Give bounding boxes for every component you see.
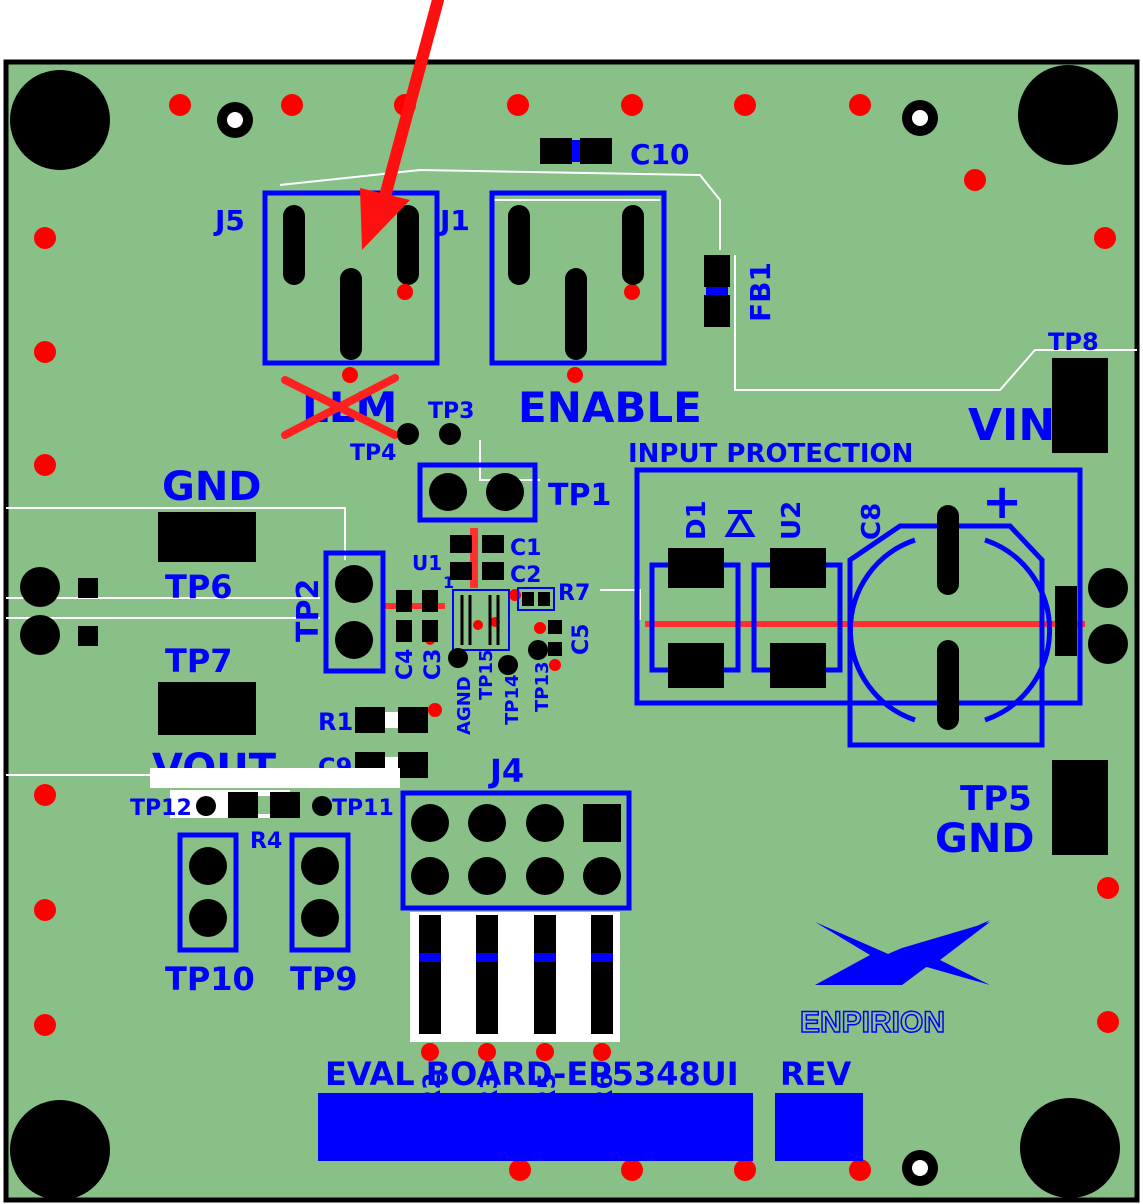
label-rev: REV [780, 1055, 852, 1093]
label-tp9: TP9 [290, 960, 358, 998]
r7-outline [517, 587, 555, 611]
rev-fill-box [775, 1093, 863, 1161]
board-title: EVAL BOARD-EP5348UI [325, 1055, 739, 1093]
label-gnd-top: GND [162, 464, 262, 510]
r4-pad-left [228, 792, 258, 818]
mounting-hole-tr [1018, 65, 1118, 165]
label-tp12: TP12 [130, 796, 192, 821]
title-fill-bar [318, 1093, 753, 1161]
tp2-outline [323, 550, 386, 674]
u1-body [452, 589, 510, 651]
label-d1: D1 [682, 500, 712, 540]
label-c8: C8 [857, 503, 887, 540]
via-stitch-row [385, 528, 1085, 627]
annotation-arrow-icon [360, 0, 444, 250]
enpirion-logo-text: ENPIRION [800, 1006, 945, 1039]
label-gnd-right: GND [935, 816, 1035, 862]
label-tp1: TP1 [548, 478, 611, 513]
tp8-pad [1052, 358, 1108, 453]
copper-outlines [6, 168, 1137, 776]
vias [34, 94, 1119, 1181]
agnd-pad [448, 648, 468, 668]
label-j4: J4 [488, 752, 524, 790]
label-c8-plus: + [982, 474, 1022, 530]
label-tp6: TP6 [165, 568, 233, 606]
label-tp4: TP4 [350, 441, 396, 466]
tp7-pad [158, 682, 256, 735]
input-protection-outline [634, 467, 1083, 706]
connector-enable-outline [489, 190, 667, 366]
label-r4: R4 [250, 829, 282, 854]
fb1-pad-top [704, 255, 730, 287]
label-agnd: AGND [454, 676, 475, 735]
fb1-pad-bottom [704, 295, 730, 327]
tp5-pad [1052, 760, 1108, 855]
label-pin1: 1 [443, 573, 454, 592]
mounting-hole-tl [10, 70, 110, 170]
tp13-pad [528, 640, 548, 660]
label-tp2: TP2 [291, 579, 326, 642]
diode-symbol-icon [724, 510, 756, 537]
tp3-pad [439, 423, 461, 445]
connector-j5-outline [262, 190, 440, 366]
label-tp7: TP7 [165, 642, 233, 680]
label-tp5: TP5 [960, 779, 1032, 819]
tp14-pad [498, 655, 518, 675]
label-vin: VIN [968, 400, 1055, 451]
label-c10: C10 [630, 138, 690, 171]
label-r7: R7 [558, 581, 590, 606]
label-tp11: TP11 [332, 796, 394, 821]
label-j1: J1 [438, 204, 470, 237]
label-tp14: TP14 [502, 674, 523, 725]
label-r1: R1 [318, 708, 353, 736]
j4-outline [400, 790, 632, 911]
c10-pad-left [540, 138, 572, 164]
label-c5: C5 [569, 624, 594, 655]
mounting-hole-bl [10, 1100, 110, 1200]
tp10-outline [177, 832, 239, 953]
tp11-pad [312, 796, 332, 816]
c10-pad-right [580, 138, 612, 164]
label-tp8: TP8 [1048, 328, 1099, 356]
tp9-outline [289, 832, 351, 953]
cross-out-mark [281, 374, 399, 439]
tp12-pad [196, 796, 216, 816]
enpirion-logo-icon [815, 920, 990, 985]
label-tp15: TP15 [476, 649, 497, 700]
label-c1: C1 [510, 536, 541, 561]
label-tp3: TP3 [428, 399, 474, 424]
c8-outline [847, 523, 1045, 748]
label-input-protection: INPUT PROTECTION [628, 439, 913, 469]
tp4-pad [397, 423, 419, 445]
mounting-hole-br [1020, 1098, 1120, 1198]
label-j5: J5 [213, 204, 245, 237]
label-fb1: FB1 [744, 262, 777, 322]
label-c3: C3 [421, 649, 446, 680]
r4-pad-right [270, 792, 300, 818]
tp1-outline [417, 462, 538, 523]
label-enable: ENABLE [518, 383, 702, 432]
label-c2: C2 [510, 563, 541, 588]
label-u1: U1 [412, 551, 442, 575]
label-tp10: TP10 [165, 960, 255, 998]
label-c4: C4 [393, 649, 418, 680]
label-u2: U2 [777, 501, 807, 540]
tp6-pad [158, 512, 256, 562]
label-tp13: TP13 [532, 661, 553, 712]
